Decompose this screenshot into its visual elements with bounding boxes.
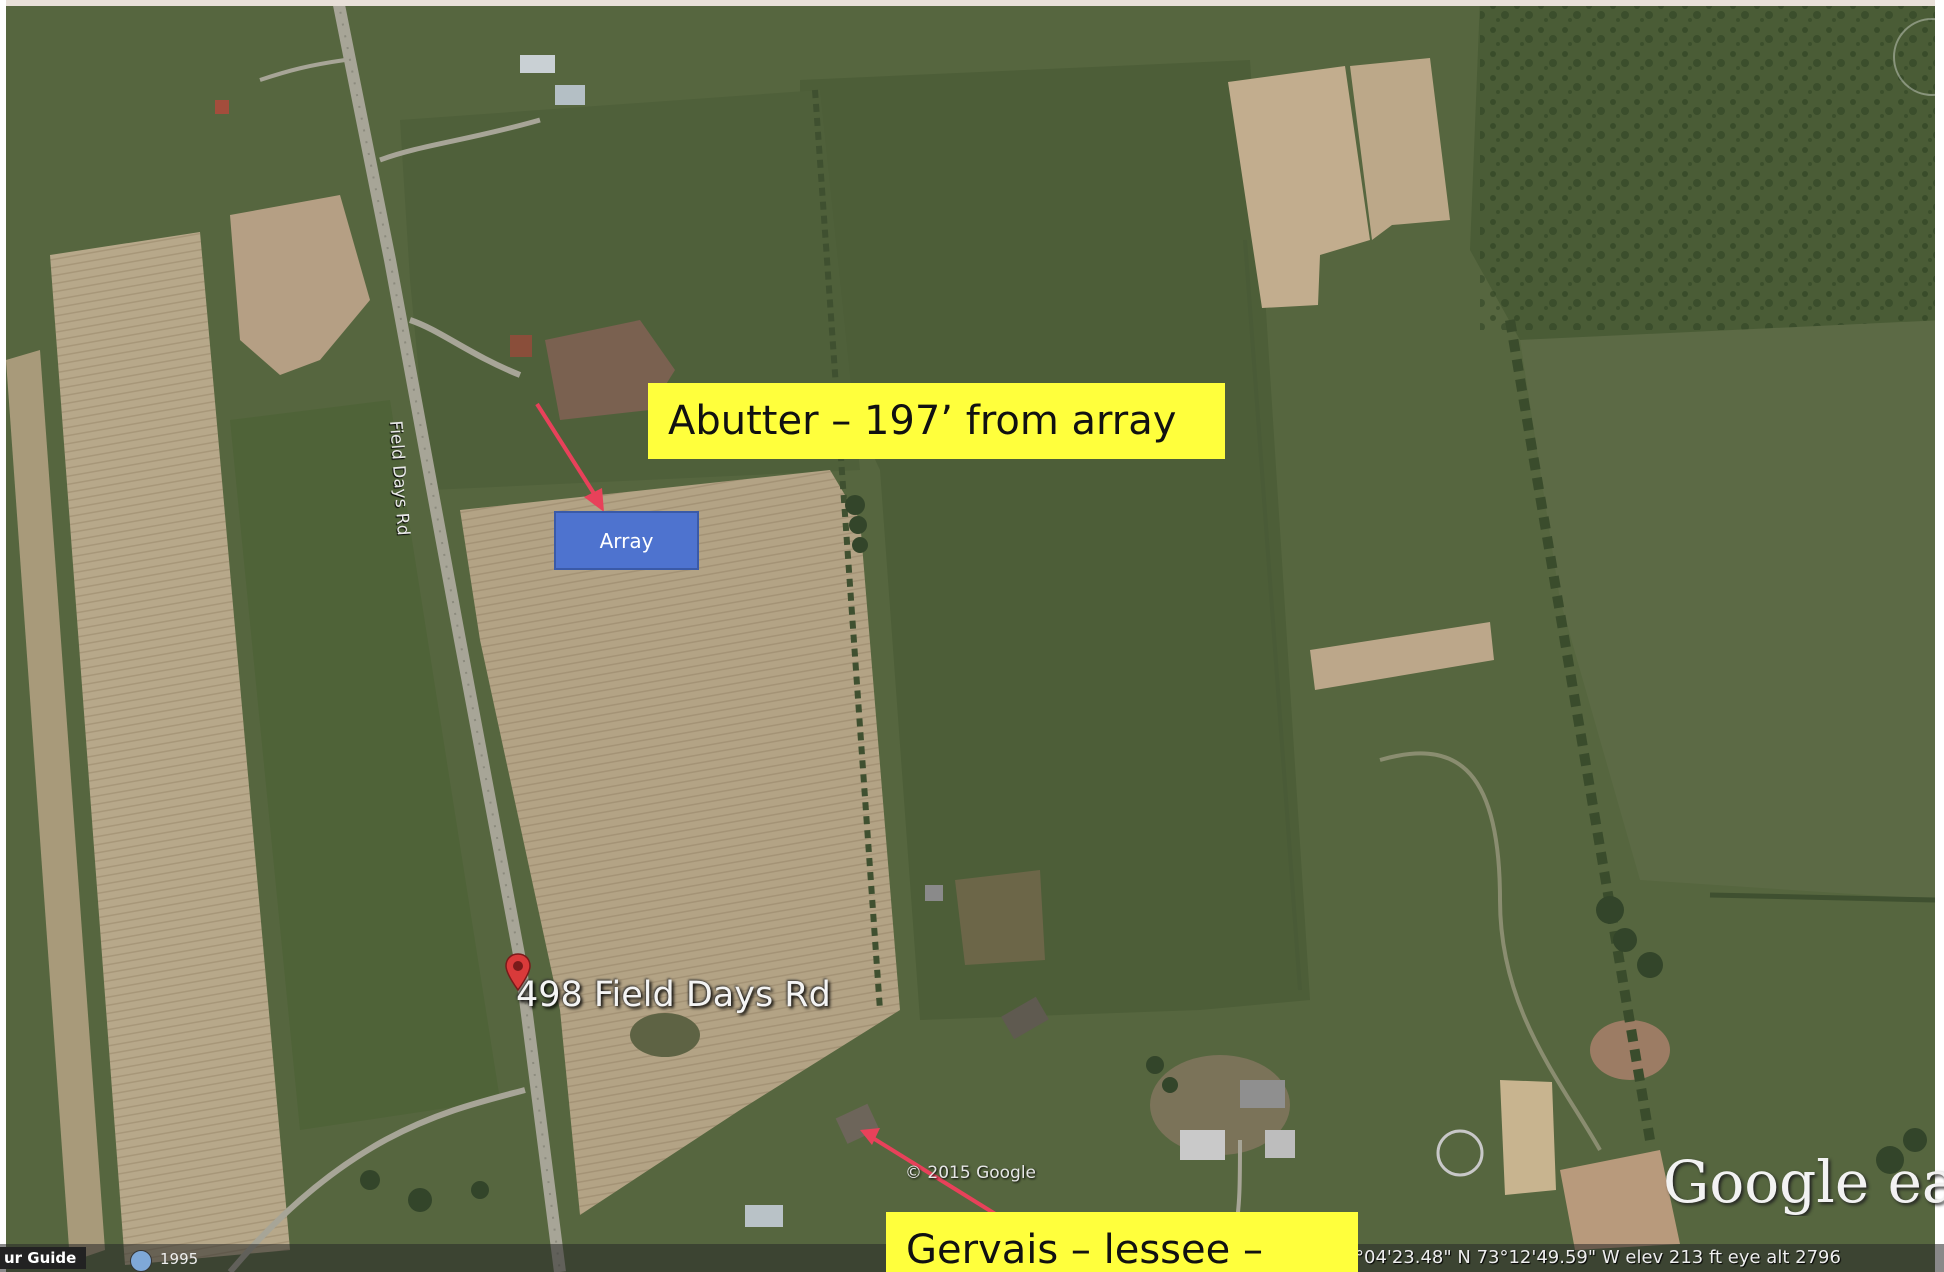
right-edge xyxy=(1935,0,1944,1272)
top-edge xyxy=(0,0,1944,6)
left-edge xyxy=(0,0,6,1272)
tour-guide-button[interactable]: ur Guide xyxy=(0,1247,87,1269)
copyright-text: © 2015 Google xyxy=(905,1163,1037,1183)
address-label[interactable]: 498 Field Days Rd xyxy=(516,975,831,1015)
array-marker[interactable]: Array xyxy=(554,511,699,570)
coordinates-readout: °04'23.48" N 73°12'49.59" W elev 213 ft … xyxy=(1355,1247,1841,1268)
array-label: Array xyxy=(599,528,654,553)
lessee-annotation: Gervais – lessee – xyxy=(886,1212,1358,1272)
imagery-year: 1995 xyxy=(160,1250,199,1268)
history-icon[interactable] xyxy=(130,1250,152,1272)
map-pin-icon[interactable] xyxy=(503,952,533,992)
abutter-annotation: Abutter – 197’ from array xyxy=(648,383,1225,459)
google-earth-logo: Google ear xyxy=(1663,1148,1944,1216)
